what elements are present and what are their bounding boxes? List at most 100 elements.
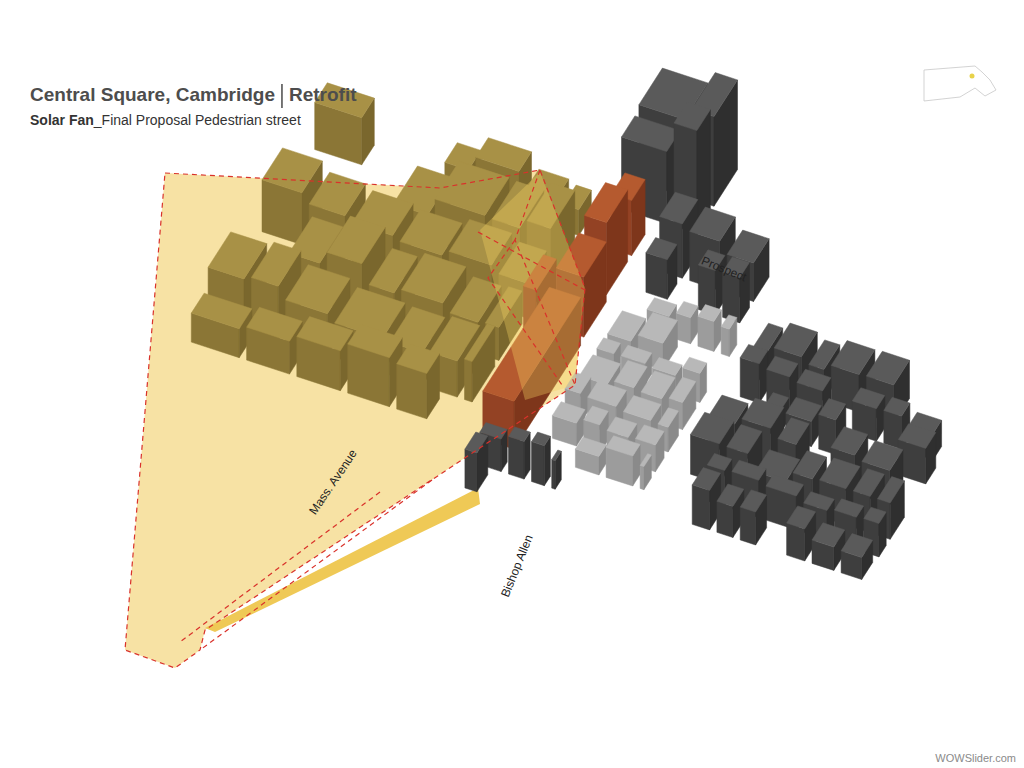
building-face [658, 408, 679, 427]
title: Central Square, Cambridge [30, 84, 275, 106]
building-face [820, 458, 861, 489]
building-face [767, 356, 798, 377]
building-face [607, 417, 637, 438]
building-face [509, 427, 531, 442]
building-face [740, 507, 755, 545]
building-face [646, 253, 667, 300]
building-face [247, 307, 303, 341]
building-face [476, 138, 532, 172]
building [676, 301, 698, 343]
building-face [465, 324, 495, 362]
building-face [831, 427, 868, 456]
building-face [636, 425, 665, 445]
building-face [740, 358, 759, 403]
watermark: WOWSlider.com [935, 752, 1016, 764]
building-face [692, 485, 709, 530]
building-face [819, 399, 846, 420]
building-face [660, 192, 698, 224]
locator-map [924, 66, 996, 101]
street-label: Bishop Allen [498, 533, 536, 599]
building [640, 454, 651, 490]
building-face [698, 305, 721, 322]
building-face [588, 381, 627, 406]
building-face [397, 344, 440, 374]
building-face [787, 523, 805, 561]
building [465, 432, 488, 492]
building-face [740, 344, 768, 363]
building-face [864, 507, 886, 523]
building-face [286, 265, 350, 314]
fan-dashed-line [488, 240, 562, 385]
building-face [793, 451, 827, 479]
fan-dashed-line [478, 232, 585, 290]
building-face [465, 432, 488, 453]
building-face [804, 492, 835, 511]
building [348, 324, 403, 407]
building-face [732, 460, 766, 480]
building-face [509, 436, 525, 479]
title-separator [281, 84, 283, 108]
building-face [251, 242, 300, 286]
building-face [435, 161, 509, 215]
building-face [585, 183, 628, 223]
building-face [831, 341, 875, 375]
building-face [606, 436, 640, 456]
building-face [402, 253, 467, 303]
building [812, 523, 845, 571]
building-face [646, 238, 677, 260]
building-face [465, 449, 477, 492]
building-face [674, 102, 710, 131]
building-face [465, 359, 473, 402]
building-face [532, 442, 545, 486]
building-face [740, 490, 766, 512]
building-face [297, 317, 353, 351]
building-face [614, 361, 647, 388]
building [552, 450, 562, 489]
building-face [797, 369, 831, 391]
location-dot [970, 74, 975, 79]
building-face [640, 454, 651, 467]
building [698, 305, 721, 352]
building [509, 427, 531, 479]
building-face [552, 460, 556, 490]
building-face [584, 406, 609, 425]
building-face [698, 316, 714, 351]
building-face [834, 499, 863, 518]
fan-shadow-strip [205, 488, 480, 632]
building-face [624, 396, 662, 421]
solar-fan-area [125, 170, 585, 668]
building [397, 344, 440, 419]
building-face [878, 477, 905, 503]
building-group [191, 68, 941, 579]
fan-dashed-line [180, 492, 380, 642]
building-face [866, 351, 909, 385]
fan-dashed-line [515, 170, 575, 385]
building [552, 402, 585, 446]
building-face [647, 298, 677, 317]
building-face [742, 398, 784, 428]
building-face [191, 293, 252, 329]
building-face [778, 418, 809, 445]
building [692, 468, 720, 530]
building [297, 317, 353, 391]
building [247, 307, 303, 374]
building-face [691, 412, 734, 444]
building-face [690, 207, 736, 241]
fan-dashed-outline [125, 170, 585, 668]
building-face [552, 450, 562, 461]
building-face [707, 454, 732, 471]
state-outline [924, 66, 996, 101]
building-face [621, 345, 652, 363]
building-face [727, 425, 762, 454]
building [575, 437, 606, 475]
subtitle: Solar Fan [30, 112, 94, 128]
building-face [552, 402, 585, 424]
building [787, 506, 816, 561]
building-face [327, 216, 385, 264]
building [717, 484, 744, 538]
building [898, 424, 935, 484]
building-face [717, 484, 744, 506]
building-face [622, 116, 681, 152]
building-face [884, 397, 910, 416]
